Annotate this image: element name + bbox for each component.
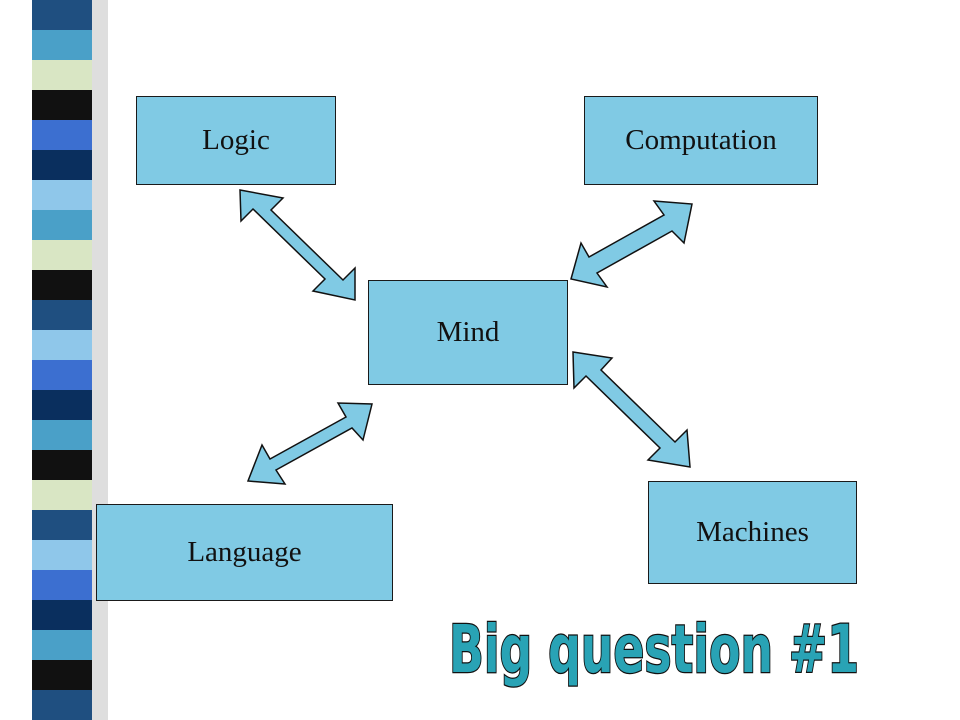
node-logic: Logic [136,96,336,185]
arrow-logic-mind [239,189,356,301]
node-machines-label: Machines [696,516,809,548]
stripe-segment [32,120,92,150]
stripe-segment [32,360,92,390]
node-computation: Computation [584,96,818,185]
stripe-segment [32,420,92,450]
arrow-mind-machines [572,351,691,468]
stripe-segment [32,600,92,630]
stripe-segment [32,390,92,420]
stripe-segment [32,480,92,510]
decorative-stripe-bar [0,0,110,720]
node-logic-label: Logic [202,124,270,156]
node-mind-label: Mind [436,316,500,348]
stripe-segment [32,270,92,300]
node-language-label: Language [187,536,302,568]
stripe-segment [32,60,92,90]
stripe-segment [32,660,92,690]
headline-text: Big question #1 [449,611,859,688]
stripe-segment [32,30,92,60]
node-machines: Machines [648,481,857,584]
stripe-segment [32,690,92,720]
stripe-segment [32,240,92,270]
headline-wordart: Big question #1 [448,610,861,690]
stripe-segment [32,450,92,480]
arrow-language-mind [246,402,373,485]
stripe-segment [32,180,92,210]
node-language: Language [96,504,393,601]
arrow-computation-mind [570,200,693,289]
stripe-segment [32,630,92,660]
stripe-segment [32,150,92,180]
stripe-segment [32,510,92,540]
stripe-segment [32,540,92,570]
node-computation-label: Computation [625,124,777,156]
stripe-segment [32,90,92,120]
stripe-segment [32,330,92,360]
stripe-segment [32,300,92,330]
node-mind: Mind [368,280,568,385]
stripe-segment [32,0,92,30]
stripe-segment [32,570,92,600]
stripe-segment [32,210,92,240]
